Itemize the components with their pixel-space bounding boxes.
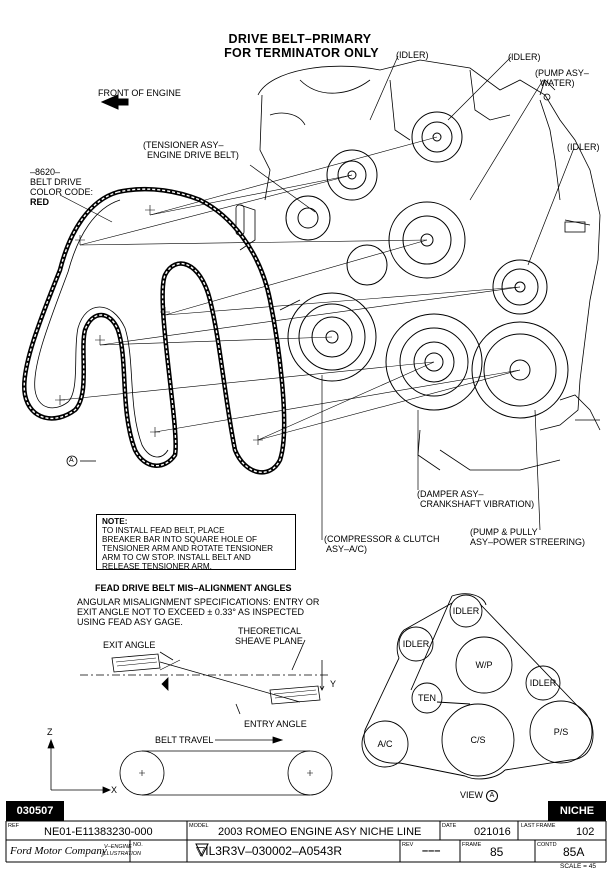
note-line: BREAKER BAR INTO SQUARE HOLE OF [102,535,257,544]
callout-tensioner-2: ENGINE DRIVE BELT) [147,150,239,160]
view-a-idler-right: IDLER [529,678,557,688]
belt-travel-label: BELT TRAVEL [155,735,214,745]
note-line: ARM TO CW STOP. INSTALL BELT AND [102,553,251,562]
install-note: NOTE: TO INSTALL FEAD BELT, PLACE BREAKE… [96,514,296,571]
last-frame-value: 102 [576,826,595,838]
misalignment-diagram [47,639,333,796]
view-a-caption: VIEW [460,790,484,800]
drawing-title-line1: DRIVE BELT–PRIMARY [228,32,372,46]
callout-idler-mid: (IDLER) [508,52,541,62]
date-label: DATE [442,823,457,829]
view-a-idler-left: IDLER [402,639,430,649]
theoretical-label-1: THEORETICAL [238,626,302,636]
contd-label: CONTD [537,842,557,848]
view-a-tensioner: TEN [418,693,436,703]
callout-belt-code-4: RED [30,197,50,207]
view-a-caption-marker: A [486,790,498,802]
callout-power-steering-2: ASY–POWER STREERING) [470,537,586,547]
callout-damper-2: CRANKSHAFT VIBRATION) [420,499,535,509]
date-value: 021016 [474,826,511,838]
engine-pulleys [285,111,569,419]
callout-pump-water-1: (PUMP ASY– [535,68,589,78]
illustration-label-1: V–ENGINE [104,844,132,850]
exit-angle-label: EXIT ANGLE [103,640,156,650]
callout-idler-top: (IDLER) [396,50,429,60]
ref-label: REF [8,823,19,829]
right-code-block: NICHE [548,801,606,821]
ref-value: NE01-E11383230-000 [44,826,153,838]
drawing-title-line2: FOR TERMINATOR ONLY [224,46,379,60]
contd-value: 85A [563,845,585,859]
misalignment-spec-3: USING FEAD ASY GAGE. [77,617,183,627]
callout-belt-code-3: COLOR CODE: [30,187,94,197]
left-code-block: 030507 [6,801,64,821]
no-value: ▽IL3R3V–030002–A0543R [196,844,343,858]
axis-x-label: X [111,785,118,795]
axis-z-label: Z [47,727,53,737]
callout-belt-code-2: BELT DRIVE [30,177,82,187]
projection-lines [59,136,521,441]
callout-belt-code-1: –8620– [30,167,61,177]
misalignment-heading: FEAD DRIVE BELT MIS–ALIGNMENT ANGLES [95,583,292,593]
view-a-crankshaft: C/S [470,735,486,745]
view-a-idler-top: IDLER [452,606,480,616]
front-of-engine-arrow [100,94,129,110]
misalignment-spec-2: EXIT ANGLE NOT TO EXCEED ± 0.33° AS INSP… [77,607,304,617]
rev-label: REV [402,842,414,848]
note-line: TENSIONER ARM AND ROTATE TENSIONER [102,544,274,553]
note-line: TO INSTALL FEAD BELT, PLACE [102,526,225,535]
callout-damper-1: (DAMPER ASY– [417,489,484,499]
illustration-label-2: ILLUSTRATION [102,851,142,857]
view-a-marker-letter: A [69,457,74,464]
view-a-ac: A/C [377,739,393,749]
callout-pump-water-2: WATER) [540,78,575,88]
theoretical-label-2: SHEAVE PLANE [235,636,303,646]
view-a-marker [66,455,96,467]
drive-belt [22,186,287,475]
model-label: MODEL [189,823,209,829]
callout-compressor-2: ASY–A/C) [326,544,368,554]
leader-lines [59,55,575,540]
center-marks [55,205,263,445]
scale-label: SCALE = 45 [560,863,596,870]
frame-label: FRAME [462,842,482,848]
view-a-diagram [361,593,594,780]
last-frame-label: LAST FRAME [521,823,556,829]
no-label: NO. [133,842,143,848]
entry-angle-label: ENTRY ANGLE [244,719,307,729]
callout-front-of-engine: FRONT OF ENGINE [98,88,181,98]
callout-tensioner-1: (TENSIONER ASY– [143,140,224,150]
view-a-power-steering: P/S [553,727,569,737]
axis-y-label: Y [330,679,337,689]
frame-value: 85 [490,845,504,859]
title-block-lines [5,820,607,863]
note-heading: NOTE: [102,517,128,526]
callout-power-steering-1: (PUMP & PULLY [470,527,538,537]
note-line: RELEASE TENSIONER ARM. [102,562,212,571]
callout-compressor-1: (COMPRESSOR & CLUTCH [324,534,440,544]
rev-value: ––– [422,845,441,857]
misalignment-spec-1: ANGULAR MISALIGNMENT SPECIFICATIONS: ENT… [77,597,320,607]
callout-idler-right: (IDLER) [567,142,600,152]
ford-logo-text: Ford Motor Company [10,845,107,857]
model-value: 2003 ROMEO ENGINE ASY NICHE LINE [218,826,422,838]
view-a-water-pump: W/P [475,660,493,670]
